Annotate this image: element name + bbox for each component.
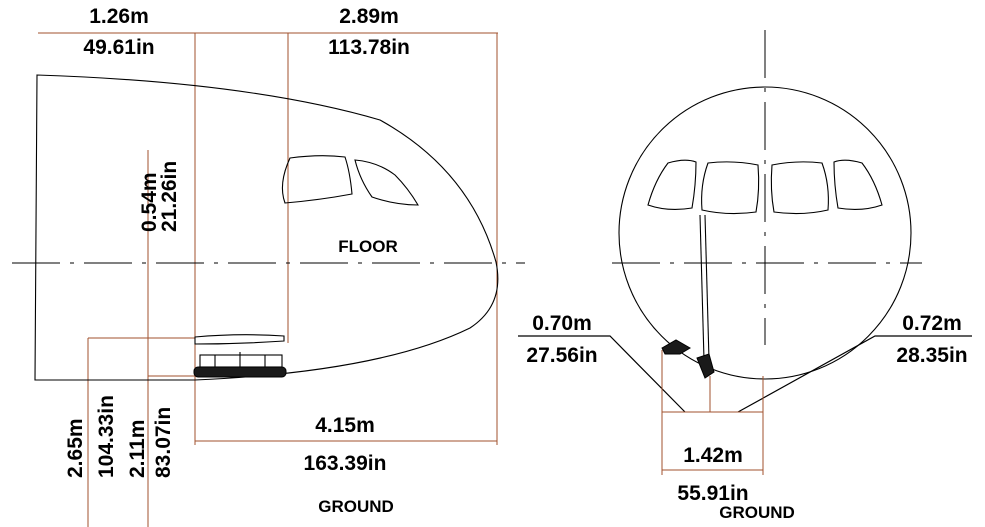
left-offset-in: 27.56in	[526, 344, 597, 367]
floor-height-m: 0.54m	[138, 172, 161, 232]
nose-gear-strut-2	[704, 214, 710, 361]
right-offset-in: 28.35in	[896, 344, 967, 367]
side-view: 1.26m 49.61in 2.89m 113.78in 0.54m 21.26…	[12, 5, 525, 527]
right-offset-m: 0.72m	[902, 312, 962, 335]
nose-gear-strut-1	[699, 214, 705, 361]
gear-bay	[199, 354, 283, 368]
door-to-gear-m: 2.89m	[339, 5, 399, 28]
floor-label: FLOOR	[338, 237, 398, 256]
nose-gear-wheels	[193, 366, 287, 378]
floor-height-in: 21.26in	[158, 161, 181, 232]
front-window-2	[701, 161, 760, 215]
nose-to-door-in: 49.61in	[83, 36, 154, 59]
total-length-m: 4.15m	[315, 414, 375, 437]
front-window-1	[647, 159, 697, 211]
left-offset-leader	[518, 335, 686, 413]
ground-height-a-in: 104.33in	[95, 395, 118, 478]
front-ground-label: GROUND	[719, 503, 795, 522]
door-to-gear-in: 113.78in	[328, 36, 410, 59]
nose-wheel	[696, 353, 715, 379]
front-window-4	[833, 159, 883, 211]
fuselage-outline	[34, 74, 499, 381]
gear-door	[194, 334, 285, 345]
ground-height-b-m: 2.11m	[126, 420, 149, 478]
left-gear-door	[661, 339, 691, 355]
side-ground-label: GROUND	[318, 497, 394, 516]
cockpit-window-1	[281, 155, 353, 204]
front-window-3	[770, 161, 829, 215]
track-in: 55.91in	[677, 482, 748, 505]
fuselage-cross-section	[618, 86, 912, 380]
track-m: 1.42m	[683, 444, 743, 467]
right-offset-leader	[737, 335, 972, 413]
ground-height-a-m: 2.65m	[64, 418, 87, 478]
ground-height-b-in: 83.07in	[152, 407, 175, 478]
left-offset-m: 0.70m	[532, 312, 592, 335]
cockpit-window-2	[354, 159, 419, 206]
nose-to-door-m: 1.26m	[89, 5, 149, 28]
total-length-in: 163.39in	[304, 452, 387, 475]
front-view: 0.70m 27.56in 0.72m 28.35in 1.42m 55.91i…	[518, 30, 972, 522]
